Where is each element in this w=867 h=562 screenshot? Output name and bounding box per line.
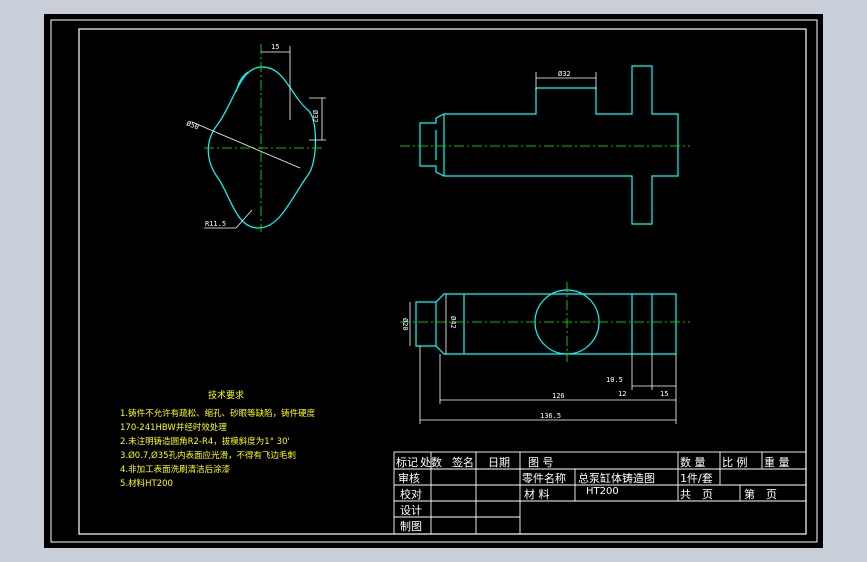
tb-date: 日期	[488, 456, 510, 469]
tech-line-5: 4.非加工表面洗刷清洁后涂漆	[120, 464, 231, 475]
side-view	[207, 66, 317, 229]
dim-12: 12	[618, 390, 626, 398]
tb-material: HT200	[586, 486, 619, 497]
tech-line-6: 5.材料HT200	[120, 478, 173, 489]
tb-material-label: 材 料	[524, 487, 550, 501]
tb-drawing-no-label: 图 号	[528, 456, 554, 469]
tb-sign: 签名	[452, 455, 474, 469]
tech-title: 技术要求	[208, 389, 244, 401]
bottom-view-dims	[409, 294, 677, 424]
tech-line-4: 3.Ø0.7,Ø35孔内表面应光滑，不得有飞边毛刺	[120, 450, 296, 461]
tb-total-pages: 共 页	[680, 488, 713, 501]
dim-left-dia: Ø20	[401, 318, 409, 331]
tb-design: 设计	[400, 504, 422, 517]
tb-mark: 标记	[396, 455, 418, 469]
tb-qty-label: 数 量	[680, 456, 706, 469]
tech-line-1: 1.铸件不允许有疏松、缩孔、砂眼等缺陷，铸件硬度	[120, 408, 316, 419]
drawing-canvas	[44, 14, 823, 548]
dim-left-dia2: Ø42	[449, 316, 457, 329]
bottom-view-centerlines	[400, 282, 690, 362]
dim-10-5: 10.5	[606, 376, 623, 384]
dim-vertical: Ø32	[311, 110, 319, 123]
tb-weight-label: 重 量	[764, 455, 790, 469]
tb-count: 处数	[420, 456, 442, 469]
title-block: 标记 处数 签名 日期 审核 校对 设计 制图 图 号 零件名称 总泵缸体铸造图…	[396, 455, 790, 533]
front-view-dims	[535, 72, 597, 90]
tb-part-name-label: 零件名称	[522, 471, 566, 485]
tb-qty-value: 1件/套	[680, 472, 713, 485]
tb-page-no: 第 页	[744, 487, 777, 501]
dim-top-width: 15	[271, 43, 279, 51]
tb-scale-label: 比 例	[722, 455, 748, 469]
side-view-centerlines	[204, 44, 322, 232]
title-block-lines	[393, 451, 807, 535]
front-view	[419, 65, 679, 225]
dim-126: 126	[552, 392, 565, 400]
tb-check: 校对	[400, 487, 422, 501]
dim-radius: R11.5	[205, 220, 226, 228]
tb-part-name: 总泵缸体铸造图	[578, 471, 655, 485]
dim-136-5: 136.5	[540, 412, 561, 420]
side-view-dims	[191, 46, 326, 229]
outer-frame	[50, 19, 818, 543]
tb-review: 审核	[398, 471, 420, 485]
tech-requirements: 技术要求 1.铸件不允许有疏松、缩孔、砂眼等缺陷，铸件硬度 170-241HBW…	[120, 389, 316, 489]
dim-slot: Ø32	[558, 70, 571, 78]
tech-line-3: 2.未注明铸造圆角R2-R4，拔模斜度为1° 30'	[120, 436, 290, 447]
dim-15: 15	[660, 390, 668, 398]
tb-draw: 制图	[400, 520, 422, 533]
tech-line-2: 170-241HBW并经时效处理	[120, 422, 227, 433]
